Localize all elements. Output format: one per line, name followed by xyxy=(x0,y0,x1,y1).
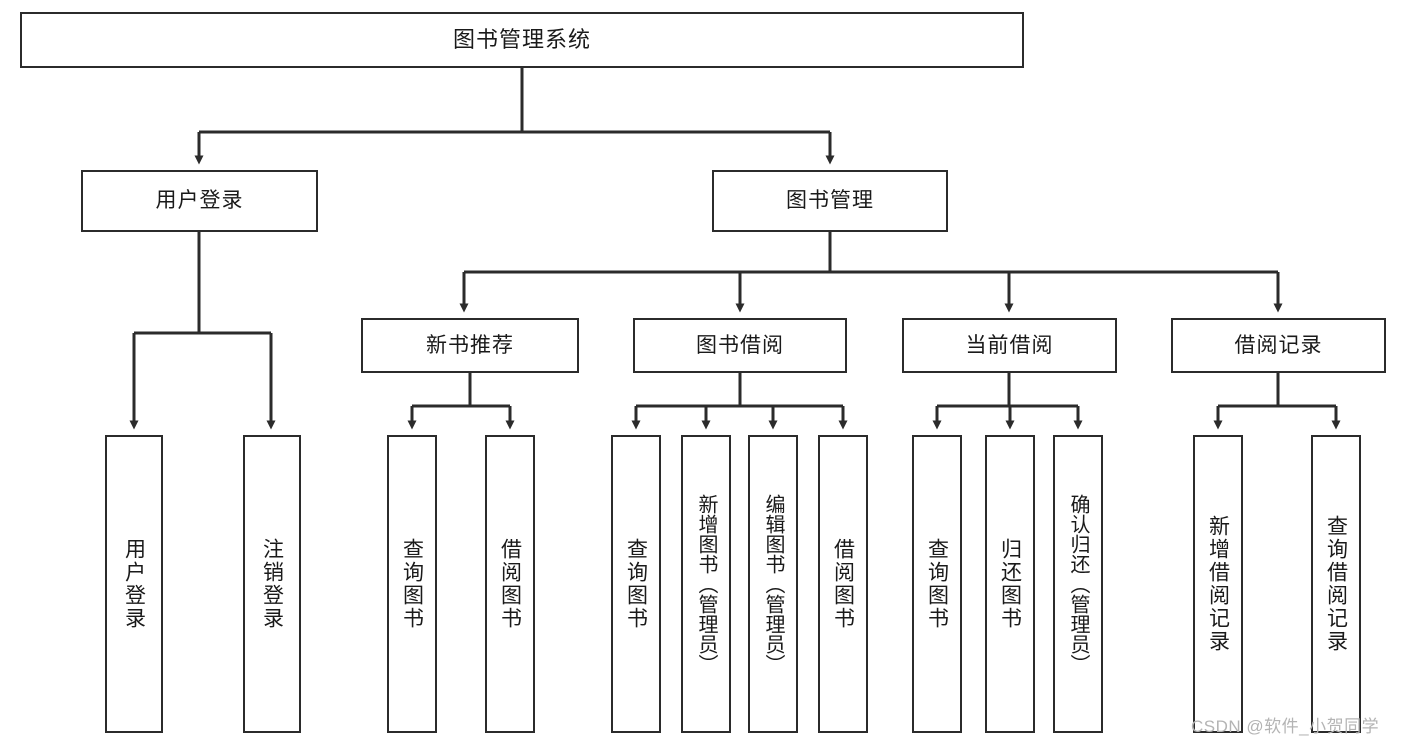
node-new-book-recommend[interactable]: 新书推荐 xyxy=(361,318,579,373)
node-leaf-borrow-book-1[interactable]: 借阅图书 xyxy=(485,435,535,733)
node-borrow-record[interactable]: 借阅记录 xyxy=(1171,318,1386,373)
node-leaf-user-logout[interactable]: 注销登录 xyxy=(243,435,301,733)
node-label: 注销登录 xyxy=(260,538,284,630)
node-leaf-query-book-1[interactable]: 查询图书 xyxy=(387,435,437,733)
node-label: 借阅图书 xyxy=(831,538,855,630)
node-label: 当前借阅 xyxy=(965,333,1054,357)
node-label: 借阅图书 xyxy=(498,538,522,630)
node-label: 新增图书（管理员） xyxy=(695,494,717,674)
connector-lines xyxy=(129,68,1341,430)
node-label: 新增借阅记录 xyxy=(1206,515,1230,653)
node-label: 图书管理 xyxy=(786,189,874,213)
node-label: 借阅记录 xyxy=(1234,333,1323,357)
node-leaf-user-login[interactable]: 用户登录 xyxy=(105,435,163,733)
node-leaf-query-record[interactable]: 查询借阅记录 xyxy=(1311,435,1361,733)
node-leaf-edit-book[interactable]: 编辑图书（管理员） xyxy=(748,435,798,733)
node-leaf-query-book-2[interactable]: 查询图书 xyxy=(611,435,661,733)
node-label: 归还图书 xyxy=(998,538,1022,630)
node-label: 图书借阅 xyxy=(696,333,784,357)
node-user-login[interactable]: 用户登录 xyxy=(81,170,318,232)
node-leaf-add-record[interactable]: 新增借阅记录 xyxy=(1193,435,1243,733)
node-label: 查询图书 xyxy=(624,538,648,630)
node-leaf-return-book[interactable]: 归还图书 xyxy=(985,435,1035,733)
node-label: 用户登录 xyxy=(155,189,244,213)
node-label: 查询图书 xyxy=(925,538,949,630)
node-current-borrow[interactable]: 当前借阅 xyxy=(902,318,1117,373)
node-label: 用户登录 xyxy=(122,538,146,630)
node-root-system[interactable]: 图书管理系统 xyxy=(20,12,1024,68)
node-book-manage[interactable]: 图书管理 xyxy=(712,170,948,232)
node-leaf-add-book[interactable]: 新增图书（管理员） xyxy=(681,435,731,733)
node-label: 查询图书 xyxy=(400,538,424,630)
node-leaf-confirm-return[interactable]: 确认归还（管理员） xyxy=(1053,435,1103,733)
node-label: 查询借阅记录 xyxy=(1324,515,1348,653)
node-leaf-borrow-book-2[interactable]: 借阅图书 xyxy=(818,435,868,733)
node-label: 图书管理系统 xyxy=(452,26,591,52)
node-label: 新书推荐 xyxy=(426,333,514,357)
node-leaf-query-book-3[interactable]: 查询图书 xyxy=(912,435,962,733)
node-label: 编辑图书（管理员） xyxy=(762,494,784,674)
node-label: 确认归还（管理员） xyxy=(1067,494,1089,674)
node-book-borrow[interactable]: 图书借阅 xyxy=(633,318,847,373)
